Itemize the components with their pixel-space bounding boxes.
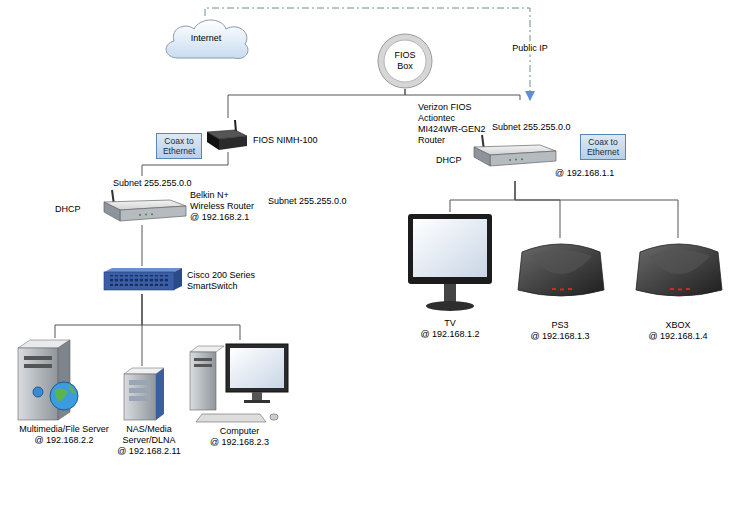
node-text: PS3 <box>508 320 612 331</box>
node-text: @ 192.168.2.2 <box>8 435 120 446</box>
cable-line <box>515 181 560 238</box>
coax-box: Coax to Ethernet <box>156 133 202 159</box>
node-text: DHCP <box>55 204 81 215</box>
node-text: @ 192.168.2.11 <box>116 446 182 457</box>
file-server: Multimedia/File Server@ 192.168.2.2 <box>8 338 120 448</box>
cable-line <box>228 89 405 118</box>
node-text: FIOS Box <box>387 50 423 72</box>
internet-cloud: Internet <box>160 16 252 62</box>
node-text: FIOS NIMH-100 <box>253 135 318 146</box>
fios-box: FIOS Box <box>377 33 433 89</box>
node-text: Subnet 255.255.0.0 <box>492 122 571 133</box>
tv: TV@ 192.168.1.2 <box>402 212 498 342</box>
node-text: XBOX <box>626 320 730 331</box>
node-text: NAS/Media Server/DLNA <box>116 424 182 446</box>
ps3: PS3@ 192.168.1.3 <box>508 238 612 344</box>
node-text: DHCP <box>436 155 462 166</box>
cable-line <box>55 294 142 338</box>
node-text: TV <box>402 318 498 329</box>
cable-line <box>515 181 678 238</box>
node-text: Computer <box>182 426 297 437</box>
node-text: @ 192.168.1.2 <box>402 329 498 340</box>
node-text: Belkin N+ Wireless Router @ 192.168.2.1 <box>190 190 260 223</box>
cable-line <box>142 294 240 340</box>
node-text: @ 192.168.1.4 <box>626 331 730 342</box>
dashed-connector <box>205 8 530 100</box>
node-text: @ 192.168.1.3 <box>508 331 612 342</box>
xbox: XBOX@ 192.168.1.4 <box>626 238 730 344</box>
node-text: Coax to Ethernet <box>159 136 199 156</box>
node-text: Cisco 200 Series SmartSwitch <box>187 270 271 292</box>
belkin-router: Subnet 255.255.0.0DHCP Belkin N+ Wireless… <box>55 176 265 225</box>
node-text: Subnet 255.255.0.0 <box>113 178 192 189</box>
coax-box: Coax to Ethernet <box>580 134 626 160</box>
subnet-note: Subnet 255.255.0.0 <box>268 196 347 207</box>
fios-nimh: FIOS NIMH-100 <box>203 118 333 152</box>
node-text: Coax to Ethernet <box>583 137 623 157</box>
cable-line <box>405 89 520 100</box>
edge-label: Public IP <box>510 42 550 55</box>
node-text: Internet <box>160 33 252 44</box>
node-text: Multimedia/File Server <box>8 424 120 435</box>
nas-server: NAS/Media Server/DLNA@ 192.168.2.11 <box>116 366 182 459</box>
cable-line <box>142 225 143 266</box>
node-text: @ 192.168.1.1 <box>555 168 614 179</box>
computer: Computer@ 192.168.2.3 <box>182 340 297 450</box>
cable-line <box>450 181 515 212</box>
node-text: @ 192.168.2.3 <box>182 437 297 448</box>
node-text: Verizon FIOS Actiontec MI424WR-GEN2 Rout… <box>418 102 490 146</box>
cisco-switch: Cisco 200 Series SmartSwitch <box>103 266 273 294</box>
